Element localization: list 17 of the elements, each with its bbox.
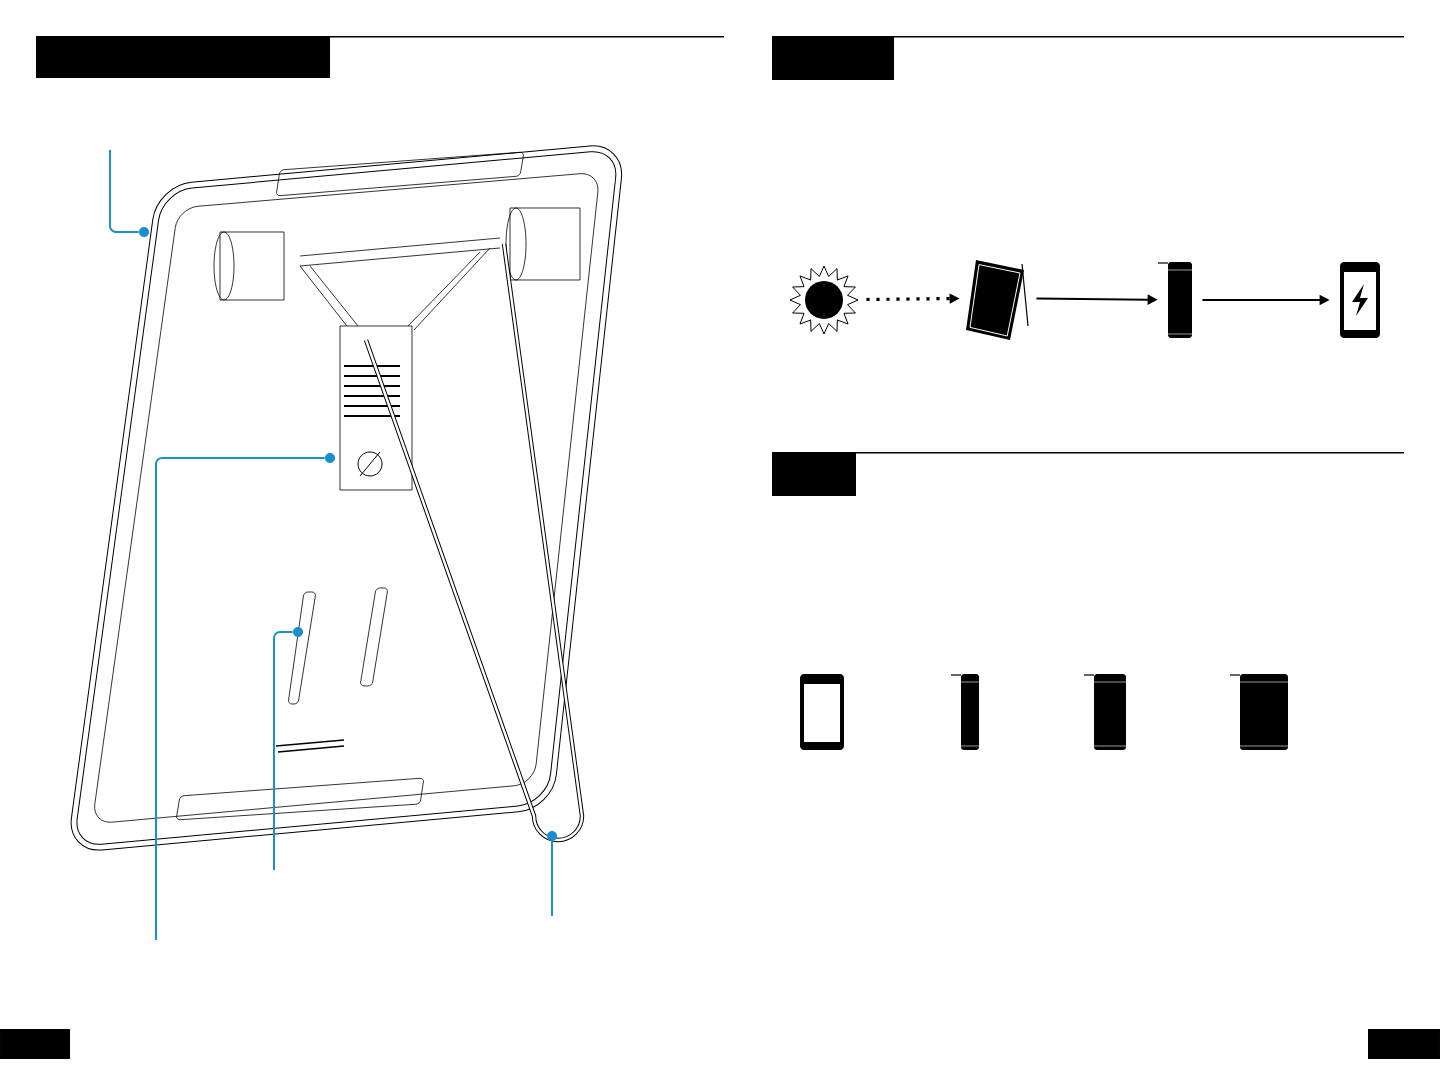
phone-icon	[1340, 262, 1380, 338]
arrow	[866, 293, 959, 304]
power-bank-icon	[1083, 674, 1127, 750]
power-bank-icon	[950, 674, 980, 750]
phone-icon	[800, 674, 844, 750]
leader-line	[155, 457, 326, 941]
power-bank-icon	[1229, 674, 1289, 750]
sun-icon	[789, 265, 859, 335]
heading-bar	[772, 36, 894, 80]
power-bank-icon	[1157, 262, 1193, 338]
solar-panel-icon	[966, 260, 1029, 340]
leader-line	[551, 840, 553, 917]
heading-bar	[36, 36, 330, 78]
heading-bar	[772, 452, 856, 496]
heading-bar	[0, 1029, 70, 1059]
stand-drawing	[70, 145, 623, 851]
heading-bar	[1368, 1029, 1440, 1059]
